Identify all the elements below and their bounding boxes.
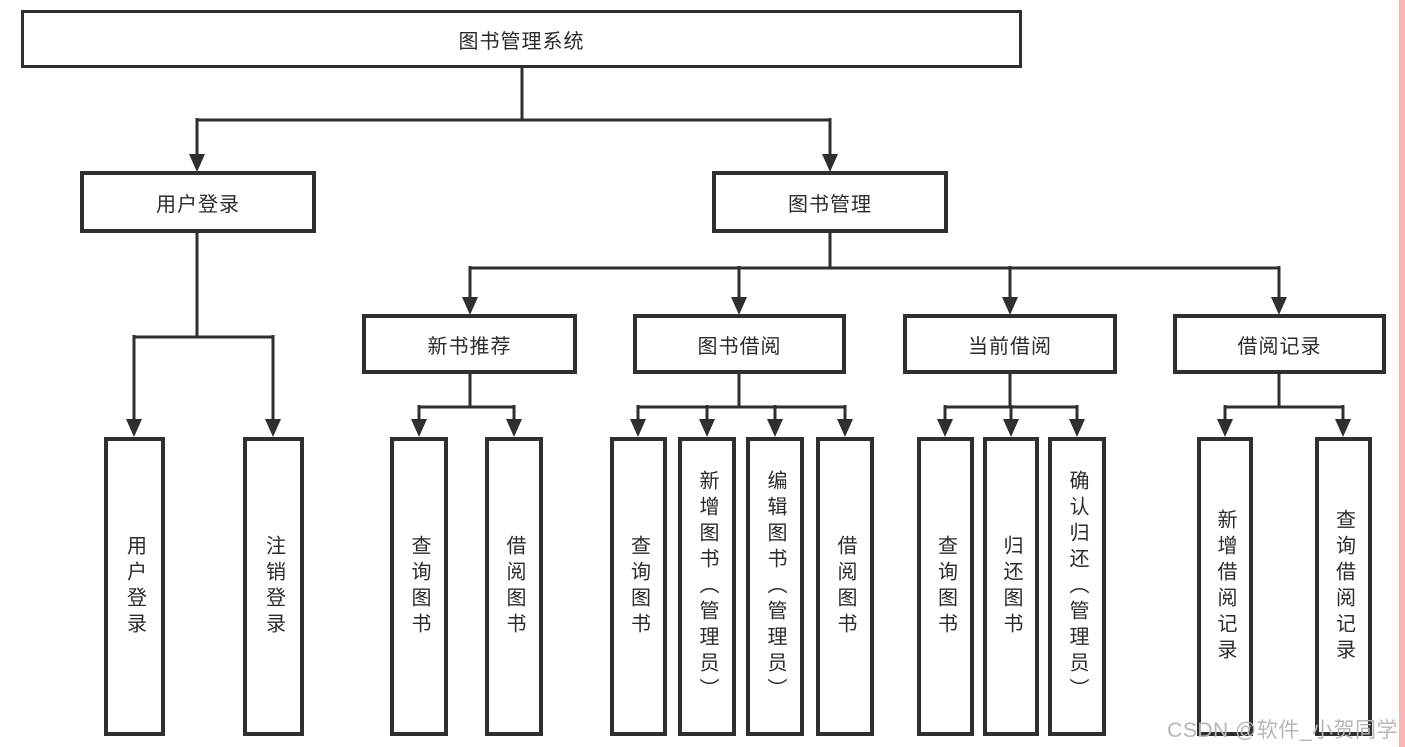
leaf-add-borrow-record: 新增借阅记录 (1197, 437, 1253, 736)
node-user-login: 用户登录 (80, 171, 316, 233)
leaf-label: 查询借阅记录 (1332, 508, 1355, 665)
node-label: 图书管理 (788, 193, 872, 216)
arrowhead-icon (731, 297, 747, 315)
connector-bookmgmt-to-level3 (462, 233, 1287, 315)
leaf-label: 确认归还（管理员） (1066, 469, 1088, 704)
arrowhead-icon (189, 154, 205, 172)
arrowhead-icon (126, 419, 142, 437)
leaf-query-borrow-record: 查询借阅记录 (1315, 437, 1372, 736)
leaf-return-books: 归还图书 (983, 437, 1039, 736)
leaf-current-query-books: 查询图书 (917, 437, 974, 736)
arrowhead-icon (1003, 419, 1019, 437)
leaf-label: 注销登录 (262, 534, 285, 639)
node-borrow-records: 借阅记录 (1173, 314, 1386, 374)
node-label: 图书管理系统 (458, 30, 585, 53)
arrowhead-icon (699, 419, 715, 437)
leaf-label: 新增图书（管理员） (696, 469, 718, 704)
leaf-label: 编辑图书（管理员） (764, 469, 786, 704)
node-current-borrow: 当前借阅 (903, 314, 1117, 374)
leaf-label: 新增借阅记录 (1214, 508, 1236, 665)
leaf-add-books-admin: 新增图书（管理员） (678, 437, 736, 736)
connector-root-to-level2 (189, 68, 838, 172)
leaf-borrow-books: 借阅图书 (816, 437, 874, 736)
arrowhead-icon (630, 419, 646, 437)
node-book-management: 图书管理 (712, 171, 948, 233)
leaf-confirm-return-admin: 确认归还（管理员） (1048, 437, 1106, 736)
node-label: 当前借阅 (968, 335, 1052, 358)
leaf-edit-books-admin: 编辑图书（管理员） (746, 437, 804, 736)
connector-bookborrow-to-leaves (630, 373, 853, 437)
arrowhead-icon (767, 419, 783, 437)
leaf-label: 借阅图书 (834, 534, 856, 639)
arrowhead-icon (1002, 297, 1018, 315)
arrowhead-icon (411, 419, 427, 437)
csdn-watermark: CSDN @软件_小贺同学 (1167, 719, 1398, 742)
node-book-borrow: 图书借阅 (633, 314, 846, 374)
connector-borrowrecords-to-leaves (1217, 373, 1351, 437)
connector-newbook-to-leaves (411, 373, 522, 437)
right-edge-strip (1399, 0, 1405, 747)
leaf-label: 查询图书 (408, 534, 430, 639)
leaf-label: 用户登录 (123, 534, 146, 639)
leaf-label: 查询图书 (934, 534, 957, 639)
connector-userlogin-to-leaves (126, 233, 281, 437)
arrowhead-icon (265, 419, 281, 437)
arrowhead-icon (1271, 297, 1287, 315)
arrowhead-icon (1335, 419, 1351, 437)
leaf-borrow-query-books: 查询图书 (610, 437, 667, 736)
arrowhead-icon (822, 154, 838, 172)
arrowhead-icon (1069, 419, 1085, 437)
node-root-system: 图书管理系统 (21, 10, 1022, 68)
leaf-user-login: 用户登录 (104, 437, 165, 736)
leaf-label: 查询图书 (627, 534, 650, 639)
node-label: 新书推荐 (427, 335, 512, 358)
node-label: 借阅记录 (1237, 335, 1322, 358)
leaf-newbook-borrow-books: 借阅图书 (485, 437, 543, 736)
leaf-label: 借阅图书 (503, 534, 525, 639)
node-label: 图书借阅 (697, 335, 782, 358)
connector-currentborrow-to-leaves (937, 373, 1085, 437)
leaf-label: 归还图书 (1000, 534, 1022, 639)
arrowhead-icon (837, 419, 853, 437)
arrowhead-icon (462, 297, 478, 315)
leaf-newbook-query-books: 查询图书 (390, 437, 448, 736)
node-label: 用户登录 (156, 193, 240, 216)
leaf-logout: 注销登录 (243, 437, 304, 736)
arrowhead-icon (937, 419, 953, 437)
node-new-book-recommend: 新书推荐 (362, 314, 577, 374)
arrowhead-icon (1217, 419, 1233, 437)
arrowhead-icon (506, 419, 522, 437)
